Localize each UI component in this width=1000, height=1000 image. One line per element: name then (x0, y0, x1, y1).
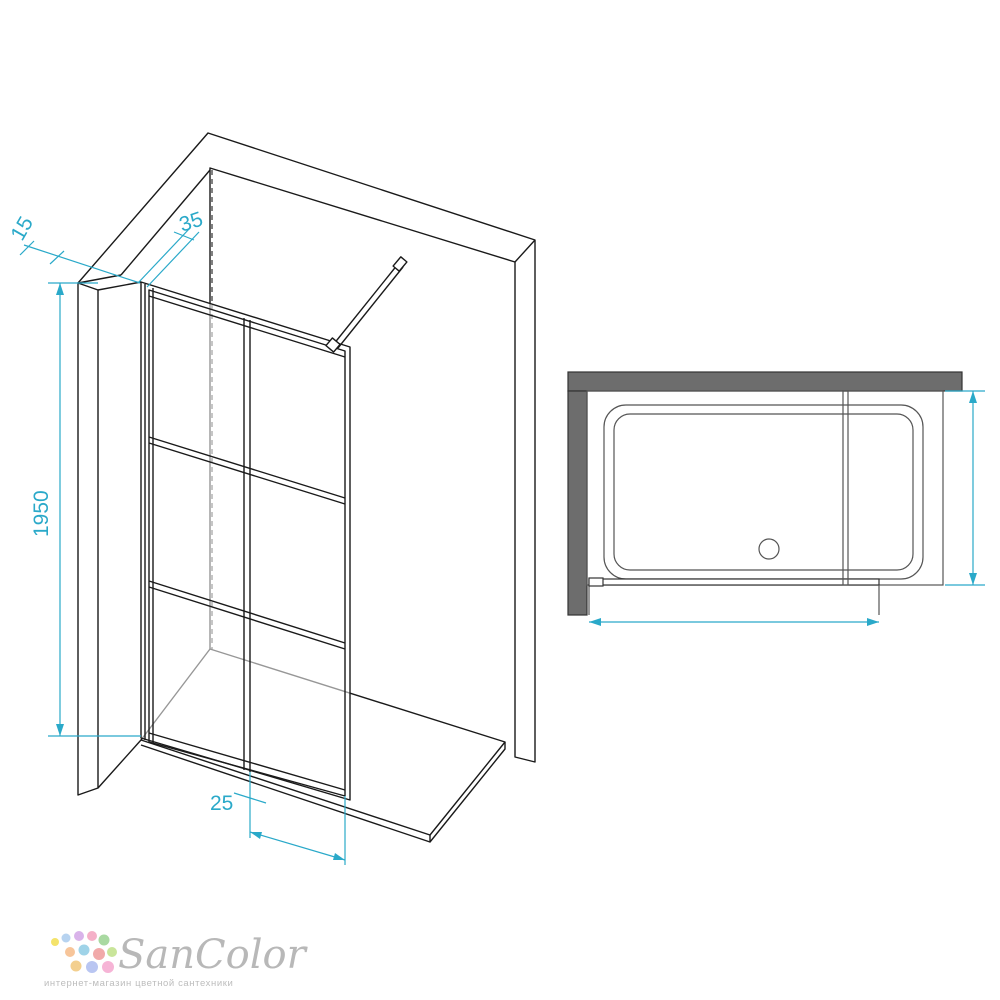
plan-view (567, 371, 963, 616)
back-wall (77, 132, 536, 763)
logo-dots-icon (51, 931, 117, 973)
plan-basin-outer (603, 404, 924, 580)
sancolor-logo: SanColor интернет-магазин цветной сантех… (44, 931, 309, 989)
plan-glass (588, 578, 880, 586)
dim-wall-gap: 15 (6, 213, 38, 245)
plan-support-bar (842, 390, 849, 586)
logo-tagline: интернет-магазин цветной сантехники (44, 978, 233, 989)
logo-name: SanColor (118, 932, 309, 978)
side-wall (77, 169, 211, 796)
support-bar (325, 256, 408, 353)
glass-panel (140, 281, 351, 801)
dim-bottom-gap: 25 (210, 792, 233, 815)
plan-side-wall (567, 390, 588, 616)
isometric-dimensions (19, 227, 346, 865)
drain-icon (758, 538, 780, 560)
plan-basin-inner (613, 413, 914, 571)
dim-height: 1950 (30, 490, 53, 537)
plan-back-wall (567, 371, 963, 392)
isometric-view (77, 132, 536, 843)
dim-profile-width: 35 (176, 208, 205, 237)
plan-tray (586, 390, 944, 586)
plan-dimensions (589, 390, 985, 626)
